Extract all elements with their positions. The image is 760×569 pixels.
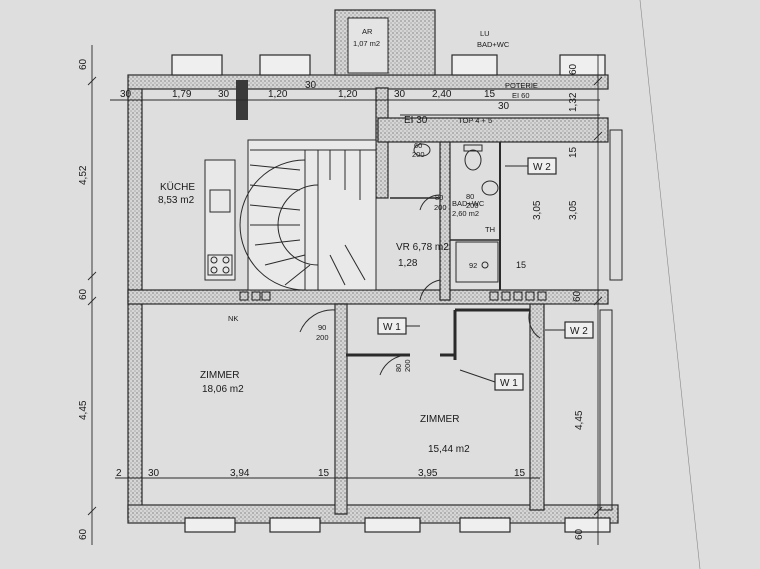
svg-text:4,45: 4,45: [78, 400, 89, 420]
dimension-lines: [87, 45, 603, 545]
svg-text:200: 200: [403, 359, 412, 372]
svg-text:W 1: W 1: [383, 322, 401, 333]
svg-text:80: 80: [466, 192, 474, 201]
room-zimmer2-area: 15,44 m2: [428, 444, 470, 455]
room-zimmer2-name: ZIMMER: [420, 414, 459, 425]
label-ei30: EI 30: [404, 115, 428, 126]
svg-text:30: 30: [218, 89, 230, 100]
door-swings: [299, 194, 541, 376]
svg-text:30: 30: [394, 89, 406, 100]
interior-walls: [141, 129, 623, 511]
svg-text:60: 60: [78, 288, 89, 300]
label-top: TOP 4 + 5: [458, 116, 492, 125]
room-zimmer1-area: 18,06 m2: [202, 384, 244, 395]
page-edge-line: [639, 0, 701, 569]
svg-text:2: 2: [116, 468, 122, 479]
svg-text:60: 60: [574, 528, 585, 540]
sanitary-fixtures: [413, 143, 499, 283]
svg-text:60: 60: [78, 528, 89, 540]
ar-room: [347, 17, 389, 74]
svg-text:W 2: W 2: [570, 326, 588, 337]
svg-text:1,20: 1,20: [268, 89, 288, 100]
svg-text:15: 15: [484, 89, 496, 100]
svg-text:15: 15: [516, 260, 526, 270]
svg-text:3,95: 3,95: [418, 468, 438, 479]
room-lu-name: LU: [480, 29, 490, 38]
svg-text:3,05: 3,05: [532, 200, 543, 220]
kitchen-counter: [204, 159, 236, 281]
staircase: [239, 139, 377, 291]
svg-text:15: 15: [514, 468, 526, 479]
svg-text:2,40: 2,40: [432, 89, 452, 100]
svg-text:92: 92: [469, 261, 477, 270]
room-kueche-name: KÜCHE: [160, 181, 195, 193]
svg-text:200: 200: [434, 203, 447, 212]
room-ar-area: 1,07 m2: [353, 39, 380, 48]
vent-boxes: [239, 291, 547, 301]
svg-text:1,20: 1,20: [338, 89, 358, 100]
label-th: TH: [485, 225, 495, 234]
wall-tag-w2a: W 2: [527, 157, 557, 175]
svg-text:15: 15: [318, 468, 330, 479]
room-ar-name: AR: [362, 27, 373, 36]
wall-tag-w2b: W 2: [564, 321, 594, 339]
svg-text:200: 200: [466, 201, 479, 210]
svg-text:60: 60: [414, 141, 422, 150]
room-lu-sub: BAD+WC: [477, 40, 510, 49]
svg-text:1,79: 1,79: [172, 89, 192, 100]
dims-bottom: 2 30 3,94 15 3,95 15: [116, 468, 526, 479]
svg-text:4,52: 4,52: [78, 165, 89, 185]
svg-text:W 2: W 2: [533, 162, 551, 173]
svg-text:30: 30: [120, 89, 132, 100]
svg-text:60: 60: [568, 63, 579, 75]
room-poterie-name: POTERIE: [505, 81, 538, 90]
dims-top: 30 1,79 30 1,20 30 1,20 30 2,40 15 30: [120, 80, 510, 112]
label-nk: NK: [228, 314, 238, 323]
svg-text:3,94: 3,94: [230, 468, 250, 479]
svg-text:200: 200: [412, 150, 425, 159]
wall-tag-w1a: W 1: [377, 317, 407, 335]
svg-text:80: 80: [394, 364, 403, 372]
windows-bottom: [184, 517, 611, 533]
svg-text:3,05: 3,05: [568, 200, 579, 220]
svg-text:30: 30: [148, 468, 160, 479]
dims-misc: 1,28 15 92 90 200 80 200 80 200 60 200 8…: [316, 141, 526, 372]
windows-top: [171, 54, 606, 76]
room-bad-area: 2,60 m2: [452, 209, 479, 218]
wall-tag-w1b: W 1: [494, 373, 524, 391]
room-poterie-area: EI 60: [512, 91, 530, 100]
dims-left: 60 4,52 60 4,45 60: [78, 58, 89, 540]
svg-text:60: 60: [78, 58, 89, 70]
svg-text:80: 80: [435, 193, 443, 202]
dims-right: 60 1,32 15 3,05 3,05 60 4,45 60: [532, 63, 585, 540]
svg-text:15: 15: [568, 146, 579, 158]
room-zimmer1-name: ZIMMER: [200, 370, 239, 381]
svg-text:30: 30: [498, 101, 510, 112]
svg-text:4,45: 4,45: [574, 410, 585, 430]
svg-text:200: 200: [316, 333, 329, 342]
svg-text:30: 30: [305, 80, 317, 91]
room-bad-name: BAD+WC: [452, 199, 485, 208]
svg-text:W 1: W 1: [500, 378, 518, 389]
svg-text:90: 90: [318, 323, 326, 332]
room-kueche-area: 8,53 m2: [158, 195, 195, 206]
svg-text:1,32: 1,32: [568, 92, 579, 112]
room-vr-name: VR 6,78 m2: [396, 242, 449, 253]
svg-text:60: 60: [572, 290, 583, 302]
svg-text:1,28: 1,28: [398, 258, 418, 269]
